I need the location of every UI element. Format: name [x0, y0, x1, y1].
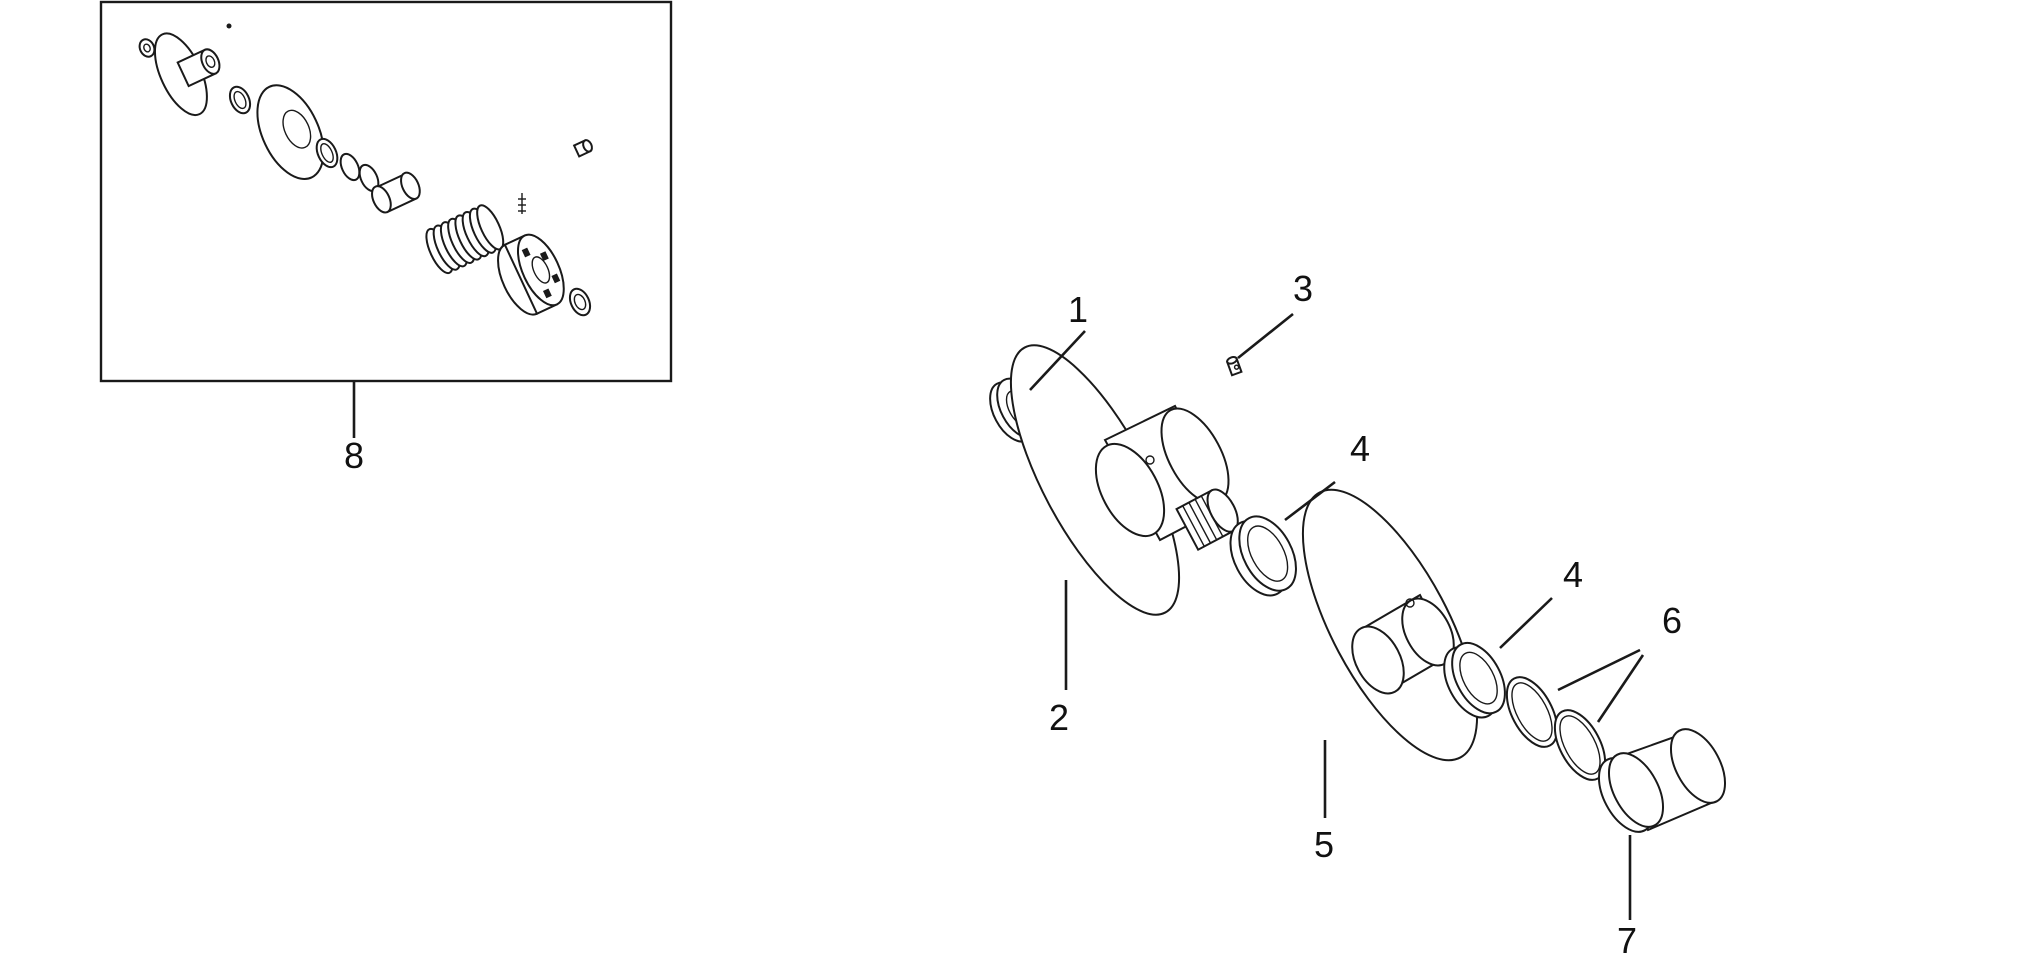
- inset-movable-sheave: [256, 84, 325, 180]
- part-4-spacer-upper: [1229, 515, 1297, 597]
- inset-collar: [371, 171, 421, 214]
- inset-screw: [518, 193, 526, 214]
- callout-5: 5: [1314, 824, 1334, 865]
- leader-6a: [1557, 648, 1641, 692]
- leader-4b: [1499, 597, 1553, 649]
- callout-4-upper: 4: [1350, 428, 1370, 469]
- part-4-spacer-lower: [1443, 642, 1506, 719]
- inset-pin: [226, 23, 232, 29]
- callout-labels: 1 2 3 4 4 5 6 7 8: [344, 268, 1682, 960]
- part-5-movable-sheave: [1301, 488, 1479, 762]
- callout-6: 6: [1662, 600, 1682, 641]
- part-3-pin: [1225, 356, 1243, 377]
- inset-ring-b: [315, 137, 339, 169]
- callout-3: 3: [1293, 268, 1313, 309]
- callout-7: 7: [1617, 920, 1637, 955]
- inset-clutch-plate: [497, 233, 565, 316]
- inset-ring-c: [339, 152, 361, 182]
- callout-4-lower: 4: [1563, 554, 1583, 595]
- leader-1: [1029, 330, 1086, 391]
- inset-fixed-sheave: [153, 32, 221, 116]
- part-7-collar: [1597, 728, 1727, 833]
- inset-cap: [572, 139, 593, 158]
- leader-3: [1237, 312, 1294, 360]
- part-6-o-rings: [1505, 676, 1607, 781]
- leader-lines: [352, 312, 1645, 920]
- callout-2: 2: [1049, 697, 1069, 738]
- inset-nut: [138, 38, 156, 58]
- callout-8: 8: [344, 435, 364, 476]
- inset-end-nut: [568, 287, 592, 317]
- callout-1: 1: [1068, 289, 1088, 330]
- inset-ring-a: [228, 85, 252, 115]
- inset-spring: [425, 204, 505, 275]
- leader-4a: [1284, 480, 1336, 522]
- leader-6b: [1596, 654, 1645, 723]
- assembly-inset: [99, 0, 673, 383]
- part-2-fixed-sheave: [1009, 344, 1239, 616]
